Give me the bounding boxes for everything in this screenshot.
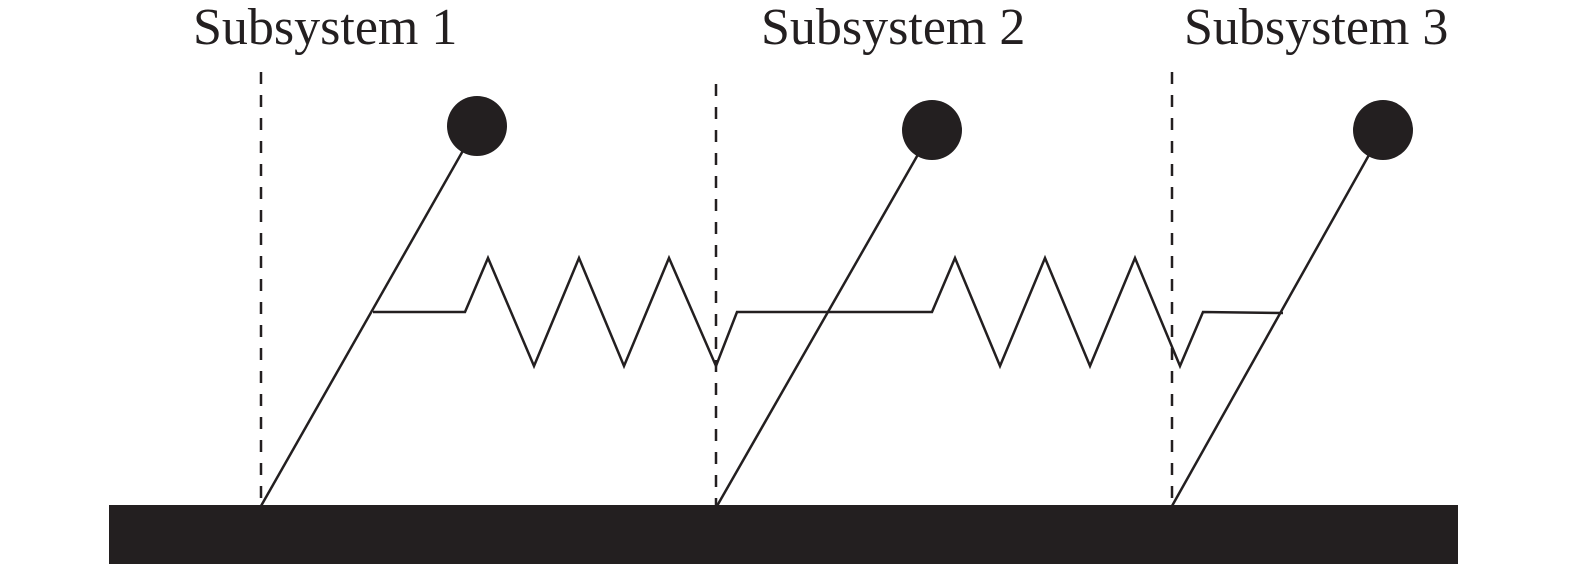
pendulum-rod-1 — [259, 125, 479, 507]
pendulum-bob-1 — [447, 96, 507, 156]
pendulum-bob-2 — [902, 100, 962, 160]
subsystem-2-label: Subsystem 2 — [761, 0, 1026, 56]
subsystem-3-label: Subsystem 3 — [1184, 0, 1449, 56]
spring-2 — [830, 254, 1284, 370]
ground-base — [109, 505, 1458, 564]
subsystem-1-label: Subsystem 1 — [193, 0, 458, 56]
pendulum-rod-3 — [1170, 129, 1385, 507]
spring-1 — [373, 254, 830, 370]
pendulum-bob-3 — [1353, 100, 1413, 160]
pendulum-rod-2 — [715, 129, 934, 507]
